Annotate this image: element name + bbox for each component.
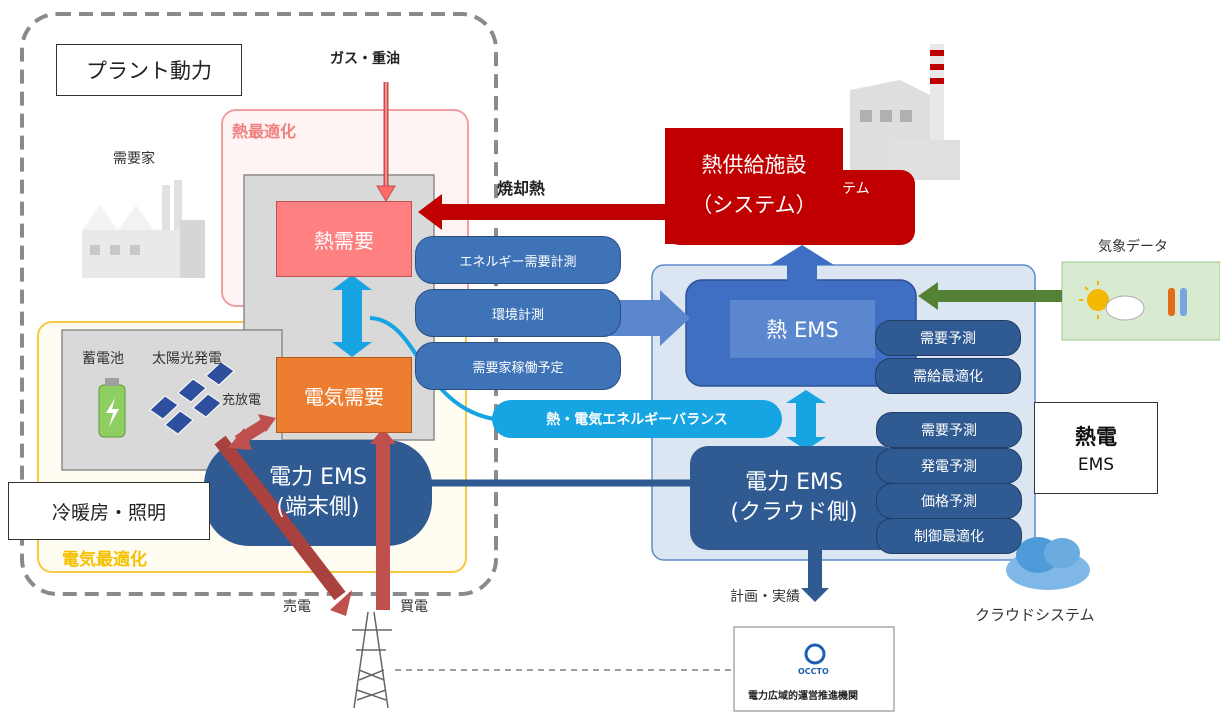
plant-title: プラント動力 xyxy=(86,59,212,83)
balance-label: 熱・電気エネルギーバランス xyxy=(546,412,728,428)
measure-pill-energy: エネルギー需要計測 xyxy=(415,236,621,284)
cloud-ems-pill-generation: 発電予測 xyxy=(876,448,1022,484)
heat-ems-pill-forecast: 需要予測 xyxy=(875,320,1021,356)
cloud-ems-pill-demand-label: 需要予測 xyxy=(921,423,977,439)
cloud-ems-pill-control: 制御最適化 xyxy=(876,518,1022,554)
cloud-ems-text: 電力 EMS (クラウド側) xyxy=(690,446,898,550)
elec-opt-label: 電気最適化 xyxy=(62,550,147,570)
heat-ems-pill-optimize-label: 需給最適化 xyxy=(913,369,983,385)
battery-label: 蓄電池 xyxy=(82,351,124,367)
solar-panel-icon xyxy=(149,361,235,435)
waste-heat-label: 焼却熱 xyxy=(497,179,546,198)
cloud-ems-pill-price-label: 価格予測 xyxy=(921,494,977,510)
battery-icon xyxy=(98,378,126,438)
weather-label: 気象データ xyxy=(1098,239,1168,255)
terminal-ems-block xyxy=(204,440,432,546)
heat-facility-box: 熱供給施設 （システム） xyxy=(665,128,843,244)
cloud-system-label: クラウドシステム xyxy=(975,606,1095,624)
factory-building-icon xyxy=(850,44,960,180)
buy-label: 買電 xyxy=(400,599,428,615)
heat-facility-line1: 熱供給施設 xyxy=(701,153,807,178)
consumer-label: 需要家 xyxy=(113,151,155,167)
measure-pill-schedule: 需要家稼働予定 xyxy=(415,342,621,390)
terminal-ems-text: 電力 EMS (端末側) xyxy=(204,440,432,546)
occto-logo: OCCTO xyxy=(798,667,829,676)
heat-ems-pill-forecast-label: 需要予測 xyxy=(920,331,976,347)
heat-facility-behind: テム xyxy=(842,178,870,198)
heat-demand-label: 熱需要 xyxy=(314,228,374,253)
cloud-ems-block xyxy=(690,446,898,550)
cloud-ems-line1: 電力 EMS xyxy=(745,470,843,496)
measure-pill-energy-label: エネルギー需要計測 xyxy=(459,254,577,270)
heat-ems-pill-optimize: 需給最適化 xyxy=(875,358,1021,394)
elec-demand-box: 電気需要 xyxy=(276,357,412,433)
heat-ems-label: 熱 EMS xyxy=(766,318,839,342)
occto-name: 電力広域的運営推進機関 xyxy=(748,691,858,702)
terminal-ems-line1: 電力 EMS xyxy=(269,465,367,491)
heat-opt-label: 熱最適化 xyxy=(232,122,297,141)
measure-pill-environment-label: 環境計測 xyxy=(491,307,544,323)
occto-box xyxy=(733,626,895,712)
heat-facility-behind-text: テム xyxy=(842,181,870,197)
heat-demand-box: 熱需要 xyxy=(276,201,412,277)
cloud-ems-pill-generation-label: 発電予測 xyxy=(921,459,977,475)
balance-pill: 熱・電気エネルギーバランス xyxy=(492,400,782,438)
plant-title-box: プラント動力 xyxy=(56,44,242,96)
cloud-ems-pill-demand: 需要予測 xyxy=(876,412,1022,448)
measure-pill-environment: 環境計測 xyxy=(415,289,621,337)
cloud-ems-pill-control-label: 制御最適化 xyxy=(914,529,984,545)
power-pylon-icon xyxy=(352,611,392,709)
sell-label: 売電 xyxy=(283,599,311,615)
heat-facility-line2: （システム） xyxy=(691,193,817,217)
solar-label: 太陽光発電 xyxy=(152,351,222,367)
terminal-ems-line2: (端末側) xyxy=(276,495,360,520)
heat-elec-ems-line2: EMS xyxy=(1077,455,1115,475)
fuel-label: ガス・重油 xyxy=(330,51,400,67)
elec-demand-label: 電気需要 xyxy=(304,384,384,409)
consumer-factory-icon xyxy=(82,180,205,278)
measure-pill-schedule-label: 需要家稼働予定 xyxy=(472,360,564,376)
cloud-ems-line2: (クラウド側) xyxy=(730,500,858,525)
charge-label: 充放電 xyxy=(222,393,262,408)
heating-label: 冷暖房・照明 xyxy=(51,501,166,524)
heat-elec-ems-box: 熱電 EMS xyxy=(1034,402,1158,494)
plan-label: 計画・実績 xyxy=(730,589,800,605)
heating-box: 冷暖房・照明 xyxy=(8,482,210,540)
heat-elec-ems-line1: 熱電 xyxy=(1075,425,1117,449)
cloud-icon xyxy=(1006,537,1090,590)
